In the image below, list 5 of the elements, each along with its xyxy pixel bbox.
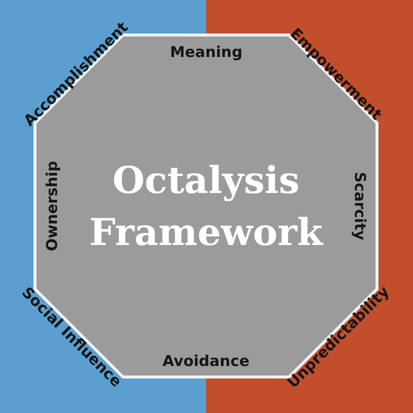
drive-label: Meaning [170,43,242,61]
drive-label: Avoidance [162,352,250,370]
drive-label: Ownership [43,160,62,252]
drive-label: Scarcity [351,172,370,240]
title-text: Octalysis Framework [88,157,324,256]
